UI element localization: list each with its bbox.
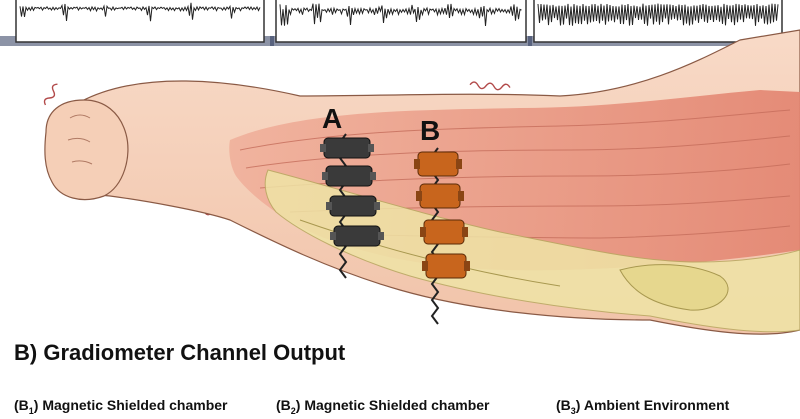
caption-b3-prefix: (B — [556, 397, 571, 413]
waveform-panels — [0, 0, 798, 46]
sensor-a-3 — [329, 195, 377, 217]
caption-b3-text: ) Ambient Environment — [575, 397, 730, 413]
waveform-trace-b3 — [537, 3, 779, 26]
caption-b2: (B2) Magnetic Shielded chamber — [276, 397, 490, 416]
sensor-a-2 — [325, 165, 373, 187]
caption-b2-prefix: (B — [276, 397, 291, 413]
waveform-panel-b2 — [270, 0, 532, 46]
sensor-array-a: A — [320, 103, 384, 279]
forearm — [44, 29, 800, 335]
caption-b3: (B3) Ambient Environment — [556, 397, 729, 416]
waveform-panel-b1 — [0, 0, 274, 46]
sensor-a-1 — [323, 137, 371, 159]
caption-b2-sub: 2 — [290, 405, 296, 416]
sensor-b-3 — [423, 219, 465, 245]
waveform-trace-b1 — [19, 2, 261, 22]
section-title: B) Gradiometer Channel Output — [14, 340, 346, 365]
sensor-b-2 — [419, 183, 461, 209]
sensor-b-label: B — [420, 115, 440, 146]
waveform-trace-b2 — [279, 3, 522, 26]
caption-b2-text: ) Magnetic Shielded chamber — [295, 397, 490, 413]
sensor-b-1 — [417, 151, 459, 177]
caption-b3-sub: 3 — [570, 405, 576, 416]
caption-b1-prefix: (B — [14, 397, 29, 413]
sensor-a-4 — [333, 225, 381, 247]
sensor-array-b: B — [414, 115, 470, 325]
waveform-panel-b3 — [528, 0, 798, 46]
sensor-a-label: A — [322, 103, 342, 134]
caption-b1: (B1) Magnetic Shielded chamber — [14, 397, 228, 416]
sensor-b-4 — [425, 253, 467, 279]
caption-b1-sub: 1 — [28, 405, 34, 416]
fist — [44, 99, 129, 201]
caption-b1-text: ) Magnetic Shielded chamber — [33, 397, 228, 413]
